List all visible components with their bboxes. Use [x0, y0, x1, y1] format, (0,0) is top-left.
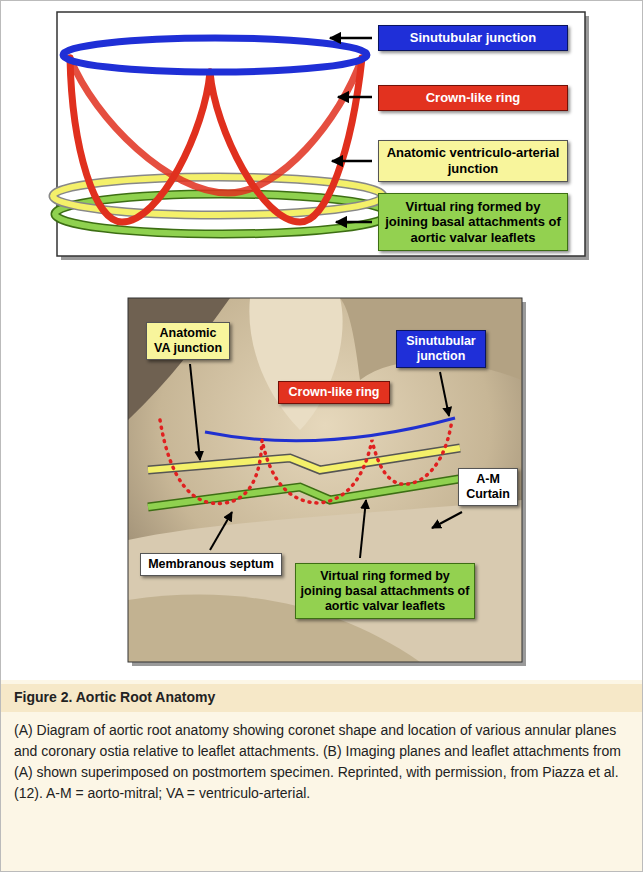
leader-arrow	[432, 512, 462, 528]
crown-ring	[70, 58, 362, 222]
label-text: Anatomic VA junction	[151, 326, 225, 356]
label-box: Membranous septum	[140, 553, 282, 576]
sinutubular-line	[205, 418, 455, 441]
leader-arrow	[210, 512, 232, 550]
leader-arrow	[332, 160, 372, 163]
leader-arrow	[330, 37, 372, 40]
label-box: Crown-like ring	[378, 85, 568, 111]
photo-frame	[128, 298, 522, 662]
aortic-wall	[340, 298, 522, 380]
label-text: Virtual ring formed by joining basal att…	[383, 199, 563, 246]
label-box: Virtual ring formed by joining basal att…	[295, 563, 475, 619]
curtain-tissue	[128, 500, 522, 662]
crown-arc	[70, 58, 362, 193]
label-text: A-M Curtain	[463, 472, 513, 502]
leader-arrows	[330, 38, 372, 222]
crown-arc	[210, 58, 362, 222]
label-box: A-M Curtain	[458, 468, 518, 506]
crown-dotted-line	[160, 420, 452, 504]
label-box: Sinutubular junction	[396, 330, 486, 368]
leader-arrow	[440, 372, 449, 416]
label-box: Anatomic VA junction	[146, 322, 230, 360]
leader-arrow	[360, 500, 366, 558]
leader-arrow	[190, 364, 200, 460]
va-junction-band-outline	[148, 448, 460, 470]
va-junction-band	[148, 448, 460, 470]
sinutubular-ring	[63, 38, 367, 72]
photo-leaders	[190, 364, 462, 558]
leader-arrow	[338, 96, 372, 99]
panel-frame	[57, 12, 585, 256]
label-text: Anatomic ventriculo-arterial junction	[383, 145, 563, 176]
tissue-shadow	[128, 298, 230, 420]
virtual-ring-band	[148, 478, 465, 507]
label-text: Crown-like ring	[289, 385, 380, 400]
label-text: Sinutubular junction	[410, 30, 536, 46]
specimen-photo	[128, 298, 522, 662]
aortic-wall	[249, 298, 342, 430]
caption-ground	[1, 680, 642, 871]
figure-caption: (A) Diagram of aortic root anatomy showi…	[14, 720, 626, 804]
label-box: Anatomic ventriculo-arterial junction	[378, 140, 568, 182]
label-text: Sinutubular junction	[401, 334, 481, 364]
label-box: Virtual ring formed by joining basal att…	[378, 193, 568, 251]
label-box: Crown-like ring	[278, 381, 390, 404]
label-text: Crown-like ring	[426, 90, 521, 106]
figure-title: Figure 2. Aortic Root Anatomy	[14, 689, 215, 705]
crown-arc	[70, 58, 210, 222]
leader-arrow	[336, 221, 372, 224]
label-box: Sinutubular junction	[378, 25, 568, 51]
label-text: Membranous septum	[148, 557, 274, 572]
photo-ground	[128, 298, 522, 662]
virtual-ring-band-outline	[148, 478, 465, 507]
label-text: Virtual ring formed by joining basal att…	[300, 569, 470, 614]
caption-title-strip	[1, 684, 642, 712]
